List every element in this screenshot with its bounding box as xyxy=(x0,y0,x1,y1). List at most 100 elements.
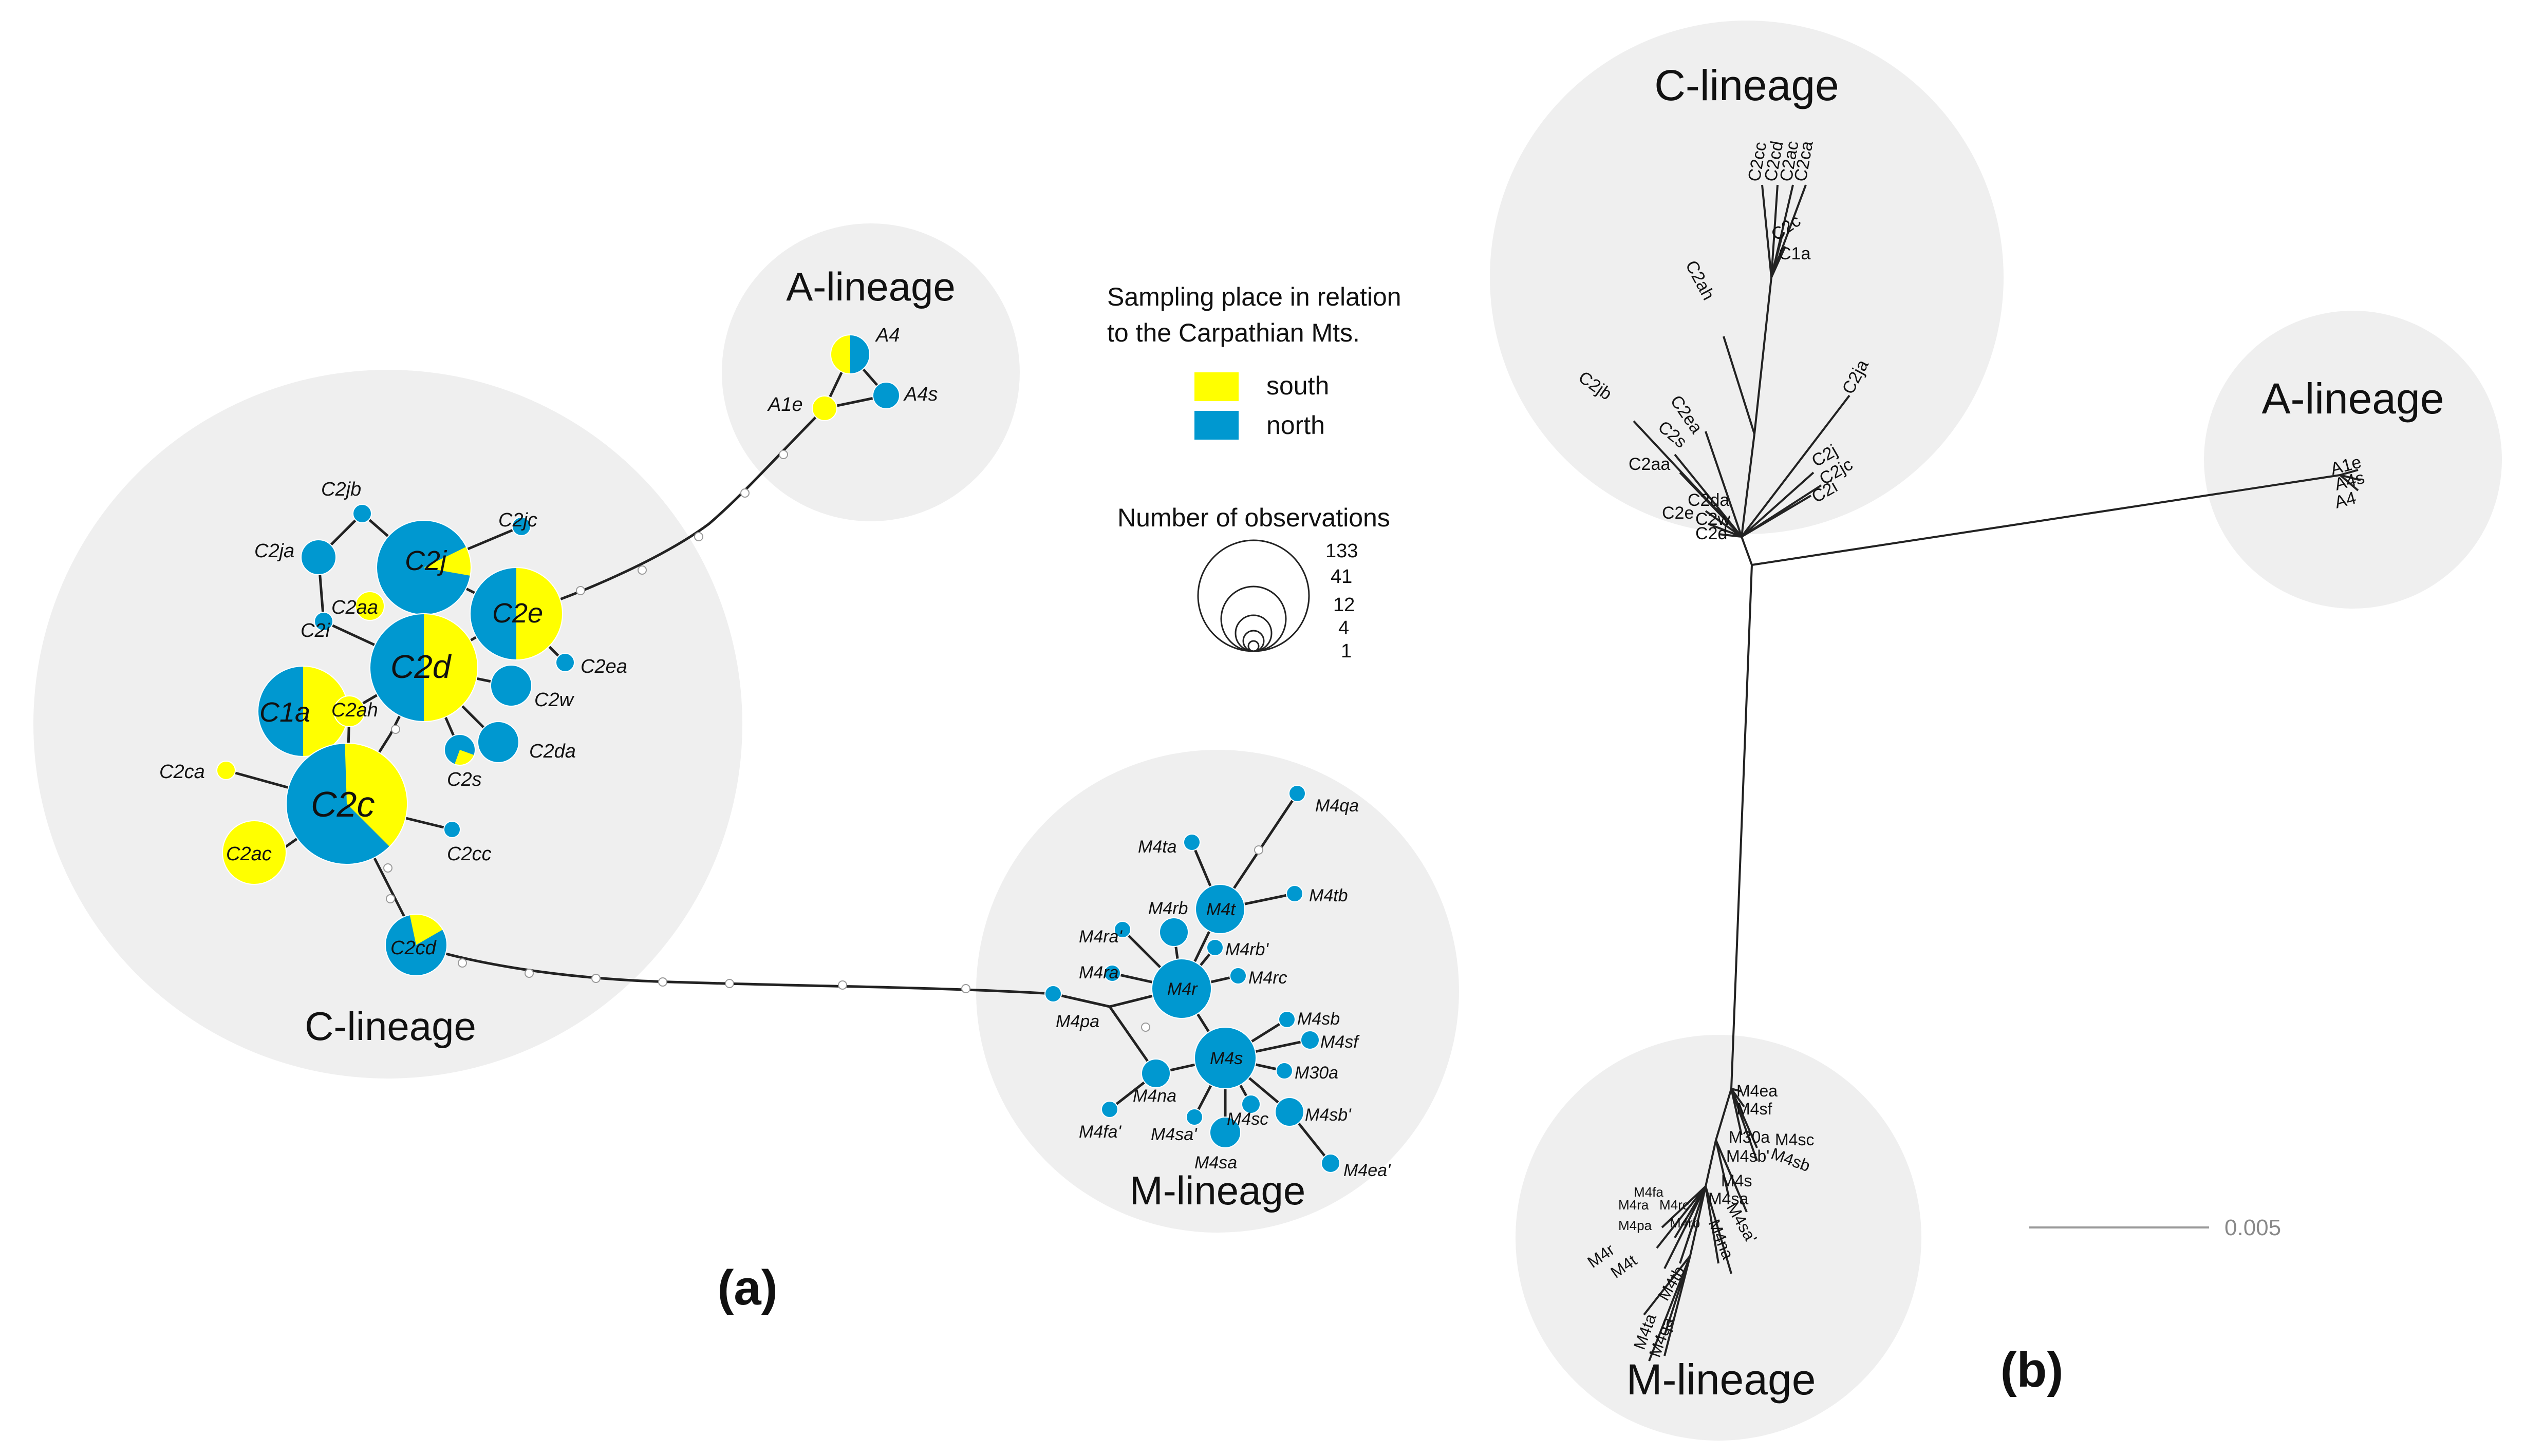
node-M4sa2 xyxy=(1186,1108,1203,1126)
scale-bar-label: 0.005 xyxy=(2224,1215,2281,1240)
tip-M4sc: M4sc xyxy=(1775,1130,1814,1149)
legend-label-south: south xyxy=(1266,371,1329,400)
node-M4sc xyxy=(1241,1094,1261,1114)
label-C2s: C2s xyxy=(447,769,482,790)
label-M4rc: M4rc xyxy=(1248,968,1287,988)
label-M4sb2: M4sb' xyxy=(1305,1105,1352,1125)
tip-labels-m: M4ea M4sf M30a M4sc M4sb' M4sb M4s M4sa … xyxy=(1584,1082,1814,1359)
label-C2ac: C2ac xyxy=(226,843,272,865)
label-C2e: C2e xyxy=(492,598,543,629)
node-M4pa xyxy=(1044,985,1062,1003)
node-M4sa xyxy=(1209,1117,1241,1148)
size-value-1: 1 xyxy=(1341,640,1352,662)
legend-size-title: Number of observations xyxy=(1117,503,1390,532)
label-M4sb: M4sb xyxy=(1297,1009,1340,1029)
c-lineage-title-a: C-lineage xyxy=(305,1004,476,1049)
node-C2cc xyxy=(443,821,461,838)
tip-M4sa: M4sa xyxy=(1708,1189,1748,1208)
tip-C2d: C2d xyxy=(1695,524,1727,543)
label-M4pa: M4pa xyxy=(1056,1012,1099,1031)
label-C2i: C2i xyxy=(301,620,331,641)
node-C2i xyxy=(314,612,333,631)
node-M4r xyxy=(1151,958,1212,1019)
label-M4sa: M4sa xyxy=(1194,1153,1237,1173)
node-M4ea2 xyxy=(1321,1154,1340,1173)
node-M4s xyxy=(1194,1027,1257,1089)
legend-label-north: north xyxy=(1266,411,1325,440)
node-C2d xyxy=(369,613,478,722)
a-lineage-bg-a xyxy=(722,223,1020,521)
node-A4s xyxy=(872,382,900,409)
node-C2ca xyxy=(216,761,236,780)
label-C2cd: C2cd xyxy=(390,937,437,959)
size-value-41: 41 xyxy=(1331,566,1352,588)
label-A4s: A4s xyxy=(903,384,938,405)
node-C2e xyxy=(470,567,563,660)
tip-M4pa: M4pa xyxy=(1618,1218,1652,1233)
c-lineage-bg-a xyxy=(33,370,742,1079)
label-C2ja: C2ja xyxy=(254,540,294,562)
node-A4 xyxy=(830,334,870,374)
size-value-133: 133 xyxy=(1325,540,1358,562)
label-M4tb: M4tb xyxy=(1309,886,1348,905)
label-M4ra2: M4ra' xyxy=(1079,927,1123,947)
tip-M4ra: M4ra xyxy=(1618,1197,1649,1213)
label-M4ea2: M4ea' xyxy=(1343,1161,1391,1180)
tip-C1a: C1a xyxy=(1779,244,1810,263)
node-C2jc xyxy=(512,517,531,536)
label-M4r: M4r xyxy=(1167,979,1198,999)
legend-title-line2: to the Carpathian Mts. xyxy=(1107,318,1360,347)
label-M4na: M4na xyxy=(1133,1086,1176,1106)
c-lineage-bg-b xyxy=(1490,21,2004,534)
node-C2cd xyxy=(385,914,447,976)
node-M4na xyxy=(1141,1058,1171,1088)
node-C2ja xyxy=(301,539,336,575)
node-C2ea xyxy=(555,653,575,672)
label-C2ca: C2ca xyxy=(159,761,205,783)
label-M4sf: M4sf xyxy=(1320,1032,1360,1052)
label-M4t: M4t xyxy=(1206,900,1236,919)
tree-branches xyxy=(1633,184,2361,1362)
label-C2w: C2w xyxy=(534,689,575,711)
label-M30a: M30a xyxy=(1295,1063,1338,1083)
label-A1e: A1e xyxy=(767,394,803,415)
panel-label-b: (b) xyxy=(2000,1342,2064,1397)
label-M4qa: M4qa xyxy=(1315,796,1359,816)
label-C2cc: C2cc xyxy=(447,843,492,865)
size-legend-circles xyxy=(1197,539,1310,652)
a-lineage-title-b: A-lineage xyxy=(2262,374,2444,423)
median-vectors xyxy=(383,450,1263,1032)
tip-M4s: M4s xyxy=(1721,1171,1752,1190)
node-C2w xyxy=(490,665,532,707)
a-lineage-bg-b xyxy=(2204,311,2502,609)
node-C2jb xyxy=(352,504,372,523)
m-lineage-bg-b xyxy=(1516,1035,1921,1441)
node-C2ah xyxy=(333,695,365,727)
node-M4rb xyxy=(1159,917,1189,947)
node-M4t xyxy=(1195,884,1245,934)
m-lineage-bg-a xyxy=(976,750,1459,1233)
node-M4ra2 xyxy=(1114,921,1131,938)
node-C2j xyxy=(376,520,472,615)
label-C2ah: C2ah xyxy=(331,699,378,721)
label-M4fa2: M4fa' xyxy=(1079,1122,1122,1142)
tip-M4sf: M4sf xyxy=(1736,1100,1772,1118)
panel-b: C2cc C2cd C2ac C2ca C2c C1a C2ah C2ja C2… xyxy=(1490,21,2502,1441)
legend-title-line1: Sampling place in relation xyxy=(1107,282,1401,311)
label-M4sc: M4sc xyxy=(1227,1109,1268,1129)
label-M4ra: M4ra xyxy=(1079,963,1118,982)
legend-swatch-south xyxy=(1194,372,1239,401)
label-C2da: C2da xyxy=(529,741,576,762)
m-lineage-title-a: M-lineage xyxy=(1130,1168,1306,1213)
size-value-12: 12 xyxy=(1333,594,1355,616)
tip-M4sb2: M4sb' xyxy=(1726,1147,1769,1165)
node-M4rc xyxy=(1229,967,1247,985)
tip-C2w: C2w xyxy=(1695,509,1730,529)
size-value-4: 4 xyxy=(1338,617,1349,639)
node-C2da xyxy=(477,721,519,763)
m-lineage-title-b: M-lineage xyxy=(1626,1355,1816,1404)
tip-M4fa: M4fa xyxy=(1634,1184,1663,1200)
label-A4: A4 xyxy=(875,325,900,346)
label-C2jc: C2jc xyxy=(498,509,537,531)
